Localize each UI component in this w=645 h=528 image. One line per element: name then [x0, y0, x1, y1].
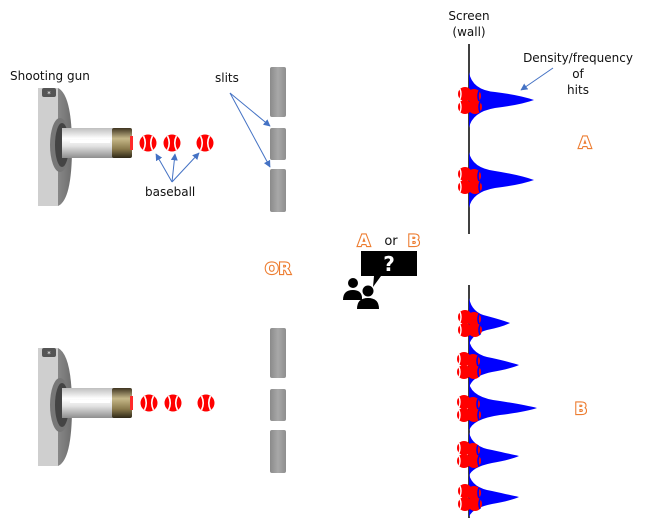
- density-distribution-a: [457, 72, 534, 208]
- speech-bubble-icon: [361, 251, 417, 287]
- density-peak: [469, 152, 534, 208]
- baseball: [196, 393, 216, 413]
- slit-barrier-top: [270, 67, 286, 212]
- density-label: Density/frequency: [523, 51, 633, 65]
- baseball: [162, 133, 182, 153]
- baseball: [163, 393, 183, 413]
- choice-or-label: or: [384, 234, 398, 249]
- hit-cluster: [457, 483, 483, 512]
- baseballs-top: [138, 133, 215, 153]
- density-peak: [469, 298, 510, 345]
- shooting-gun-bottom: [38, 348, 133, 466]
- hit-cluster: [457, 86, 483, 115]
- density-peak: [469, 383, 537, 431]
- baseball: [195, 133, 215, 153]
- density-distribution-b: [456, 298, 537, 517]
- question-group: A or B ?: [343, 230, 421, 309]
- gun-label: Shooting gun: [10, 69, 90, 83]
- baseballs-bottom: [139, 393, 216, 413]
- hit-cluster: [456, 440, 482, 469]
- shooting-gun-top: [38, 88, 133, 206]
- baseball-arrows: [155, 152, 200, 183]
- baseball: [138, 133, 158, 153]
- people-icon: [343, 278, 379, 309]
- hit-cluster: [457, 166, 483, 195]
- hit-cluster: [457, 309, 483, 338]
- question-mark: ?: [383, 252, 395, 276]
- density-label-hits: hits: [567, 83, 589, 97]
- hit-cluster: [456, 351, 482, 380]
- density-peak: [469, 432, 519, 476]
- scenario-b-label: B: [575, 399, 587, 418]
- density-peak: [469, 72, 534, 128]
- scenario-a-label: A: [579, 133, 592, 152]
- slits-label: slits: [215, 71, 239, 85]
- density-peak: [469, 340, 519, 388]
- density-arrow: [520, 67, 554, 91]
- slits-arrows: [229, 92, 271, 168]
- choice-b-label: B: [408, 231, 420, 250]
- density-label-of: of: [572, 67, 584, 81]
- choice-a-label: A: [358, 231, 371, 250]
- hit-cluster: [456, 394, 482, 423]
- slit-barrier-bottom: [270, 328, 286, 473]
- screen-sublabel: (wall): [452, 25, 485, 39]
- screen-label: Screen: [448, 9, 489, 23]
- or-label: OR: [265, 259, 291, 278]
- baseball-label: baseball: [145, 185, 195, 199]
- baseball: [139, 393, 159, 413]
